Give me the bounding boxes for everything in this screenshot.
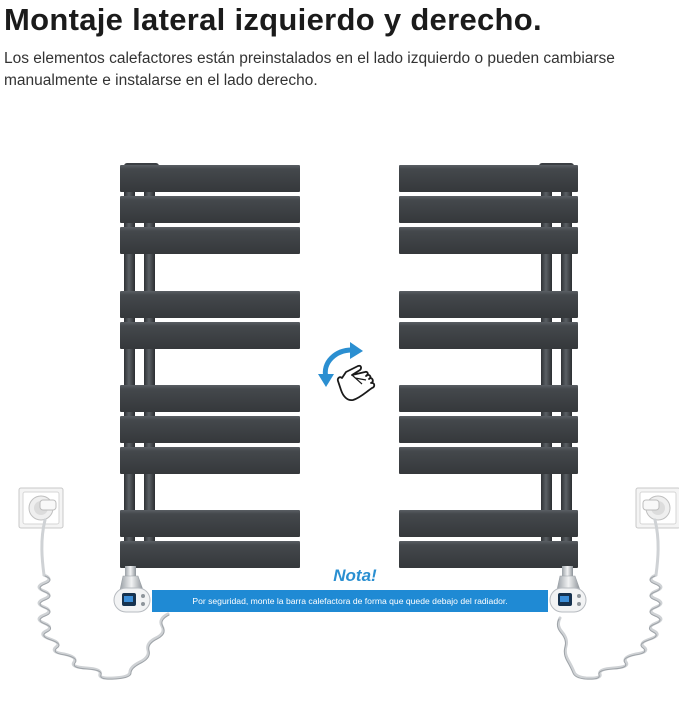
wall-socket-icon (635, 487, 679, 529)
note-title: Nota! (333, 566, 377, 585)
note-banner: Por seguridad, monte la barra calefactor… (152, 590, 548, 612)
description-text: Los elementos calefactores están preinst… (4, 50, 615, 89)
page-title: Montaje lateral izquierdo y derecho. (4, 2, 542, 37)
rotate-arrow-icon (318, 342, 363, 387)
coiled-cord-left (37, 518, 170, 680)
radiator-right (399, 163, 578, 568)
heating-element-icon (113, 566, 151, 613)
heating-element-icon (549, 566, 587, 613)
radiator-left (120, 163, 300, 568)
coiled-cord-right (556, 518, 663, 680)
note-text: Por seguridad, monte la barra calefactor… (192, 596, 508, 606)
hand-pointer-icon (336, 364, 376, 402)
wall-socket-icon (18, 487, 64, 529)
